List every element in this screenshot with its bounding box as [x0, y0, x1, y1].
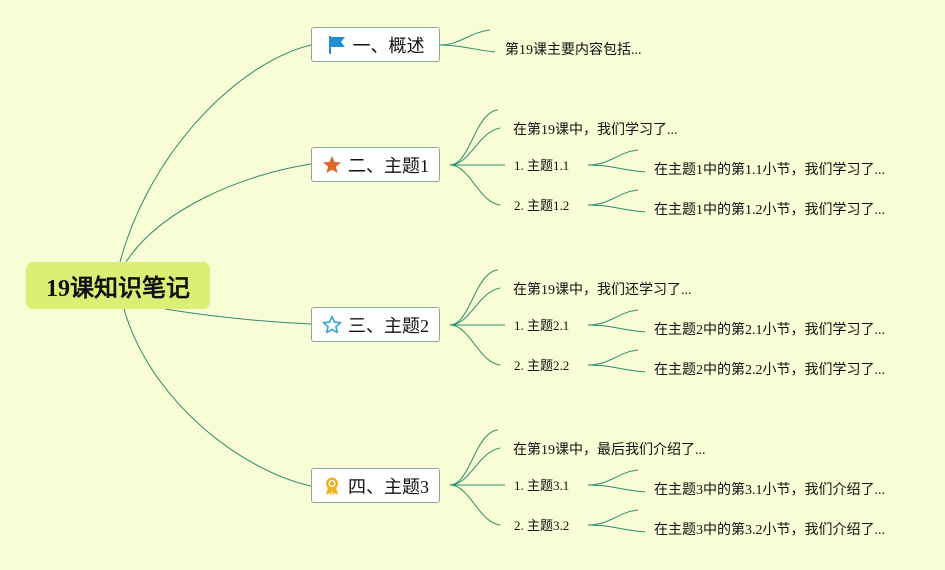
- connector-b4s1-top: [587, 469, 639, 486]
- connector-root-branch4: [123, 308, 312, 487]
- connector-b3-sub2: [449, 324, 501, 366]
- topic-1-sub-2-detail[interactable]: 在主题1中的第1.2小节，我们学习了...: [654, 203, 885, 218]
- connector-b2-summary: [449, 127, 501, 166]
- branch-topic-3-label: 四、主题3: [348, 476, 429, 497]
- branch-topic-2[interactable]: 三、主题2: [311, 307, 440, 342]
- topic-1-sub-1[interactable]: 1. 主题1.1: [514, 158, 570, 173]
- topic-2-sub-2[interactable]: 2. 主题2.2: [514, 358, 570, 373]
- connector-b2s1-detail: [587, 164, 646, 173]
- connector-b1-top: [439, 29, 491, 46]
- topic-3-sub-2[interactable]: 2. 主题3.2: [514, 518, 570, 533]
- connector-b3s1-top: [587, 309, 639, 326]
- connector-root-branch1: [119, 44, 312, 263]
- award-ribbon-icon: [322, 476, 342, 496]
- root-topic[interactable]: 19课知识笔记: [26, 262, 210, 309]
- connector-b3-summary: [449, 287, 501, 326]
- connector-root-branch3: [164, 308, 312, 325]
- star-filled-icon: [322, 155, 342, 175]
- connector-b2-sub2: [449, 164, 501, 206]
- connector-b4s2-top: [587, 509, 639, 526]
- branch-topic-1-label: 二、主题1: [348, 155, 429, 176]
- connector-b4s2-detail: [587, 524, 646, 533]
- connector-b1-summary: [439, 44, 496, 53]
- topic-2-sub-2-detail[interactable]: 在主题2中的第2.2小节，我们学习了...: [654, 363, 885, 378]
- connector-b3s1-detail: [587, 324, 646, 333]
- root-topic-label: 19课知识笔记: [46, 276, 190, 302]
- topic-3-sub-1[interactable]: 1. 主题3.1: [514, 478, 570, 493]
- connector-b4-summary: [449, 447, 501, 486]
- flag-icon: [327, 35, 347, 55]
- connector-b2s1-top: [587, 149, 639, 166]
- branch-overview[interactable]: 一、概述: [311, 27, 440, 62]
- connector-b4-sub2: [449, 484, 501, 526]
- overview-summary[interactable]: 第19课主要内容包括...: [505, 43, 642, 58]
- branch-overview-label: 一、概述: [352, 35, 425, 56]
- connector-b4s1-detail: [587, 484, 646, 493]
- connector-b2s2-top: [587, 189, 639, 206]
- topic-3-summary[interactable]: 在第19课中，最后我们介绍了...: [513, 443, 706, 458]
- topic-2-sub-1[interactable]: 1. 主题2.1: [514, 318, 570, 333]
- branch-topic-2-label: 三、主题2: [348, 315, 429, 336]
- topic-1-sub-1-detail[interactable]: 在主题1中的第1.1小节，我们学习了...: [654, 163, 885, 178]
- topic-2-sub-1-detail[interactable]: 在主题2中的第2.1小节，我们学习了...: [654, 323, 885, 338]
- topic-3-sub-2-detail[interactable]: 在主题3中的第3.2小节，我们介绍了...: [654, 523, 885, 538]
- connector-b3s2-detail: [587, 364, 646, 373]
- connector-b4-top: [449, 429, 499, 486]
- branch-topic-3[interactable]: 四、主题3: [311, 468, 440, 503]
- topic-1-sub-2[interactable]: 2. 主题1.2: [514, 198, 570, 213]
- connector-b2-top: [449, 109, 499, 166]
- connector-b2s2-detail: [587, 204, 646, 213]
- connector-b3-top: [449, 269, 499, 326]
- star-outline-icon: [322, 315, 342, 335]
- connector-root-branch2: [125, 163, 312, 263]
- branch-topic-1[interactable]: 二、主题1: [311, 147, 440, 182]
- topic-2-summary[interactable]: 在第19课中，我们还学习了...: [513, 283, 692, 298]
- connector-b3s2-top: [587, 349, 639, 366]
- topic-3-sub-1-detail[interactable]: 在主题3中的第3.1小节，我们介绍了...: [654, 483, 885, 498]
- topic-1-summary[interactable]: 在第19课中，我们学习了...: [513, 123, 678, 138]
